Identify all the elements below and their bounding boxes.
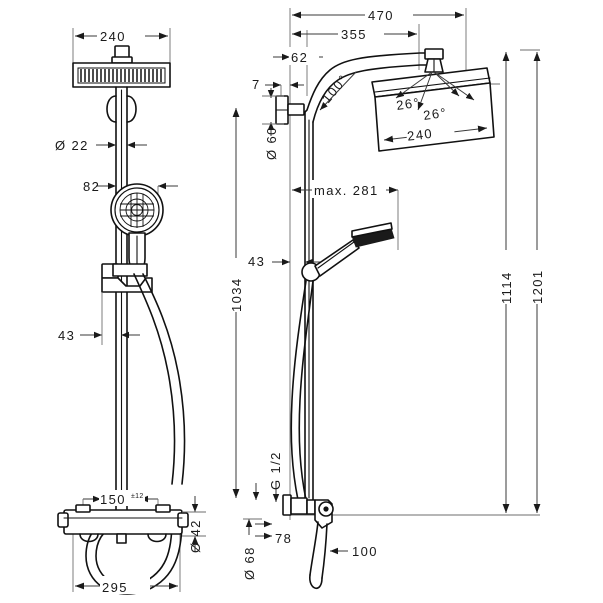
side-view-group: 470 355 62 7 [227, 5, 547, 589]
dim-label-1201: 1201 [530, 269, 545, 304]
front-view-group: 240 [55, 26, 206, 595]
hand-shower-spray-face [119, 192, 155, 228]
wall-bracket-front [101, 263, 153, 293]
dim-label-150: 150 [100, 492, 126, 507]
shower-head-mount-side [424, 48, 444, 73]
dim-82: 82 [83, 179, 178, 200]
dim-label-295: 295 [102, 580, 128, 595]
dim-label-62: 62 [291, 50, 308, 65]
dim-label-dia-68: Ø 68 [242, 546, 257, 580]
thermostatic-valve-front [57, 504, 189, 544]
dim-label-1114: 1114 [499, 271, 514, 304]
dim-label-240-head: 240 [406, 126, 434, 144]
dim-43-side: 43 [248, 254, 322, 269]
dim-dia-60: Ø 60 [262, 88, 284, 160]
dim-62: 62 [273, 47, 323, 65]
dim-label-26-degree-right: 26° [422, 105, 448, 123]
dim-dia-22: Ø 22 [55, 138, 147, 153]
dim-max-281: max. 281 [292, 180, 399, 250]
dim-label-g-half: G 1/2 [268, 451, 283, 490]
dim-7: 7 [252, 77, 304, 96]
shower-hose-front [85, 273, 186, 595]
dim-label-100: 100 [352, 544, 378, 559]
dim-label-43-side: 43 [248, 254, 265, 269]
dim-label-355: 355 [341, 27, 367, 42]
dim-dia-42: Ø 42 [182, 496, 206, 553]
thermostatic-valve-side [282, 494, 334, 589]
dim-label-1034: 1034 [229, 277, 244, 312]
dim-label-7: 7 [252, 77, 261, 92]
dim-label-82: 82 [83, 179, 100, 194]
hand-shower-side [301, 222, 395, 282]
overhead-shower-head-front [72, 45, 171, 88]
shower-hose-side [290, 280, 314, 501]
dim-355: 355 [292, 24, 417, 42]
riser-ring-clamp [106, 95, 137, 123]
riser-pipe-front [115, 86, 128, 501]
dim-label-max-281: max. 281 [314, 183, 379, 198]
dim-240-head: 240 [383, 119, 488, 144]
dim-295: 295 [75, 576, 178, 595]
dim-label-78: 78 [275, 531, 292, 546]
dim-26-degree-group: 26° 26° [395, 71, 475, 123]
dim-1201: 1201 [528, 52, 547, 513]
dim-label-240-top: 240 [100, 29, 126, 44]
dim-150: 150 ±12 [82, 490, 159, 512]
dim-label-26-degree-left: 26° [395, 95, 421, 113]
dim-1114: 1114 [497, 52, 516, 513]
dim-100: 100 [330, 544, 378, 559]
dim-label-150-tolerance: ±12 [131, 493, 144, 500]
dim-label-dia-42: Ø 42 [188, 519, 203, 553]
shower-head-spray-slots [80, 69, 162, 82]
dim-43-front: 43 [58, 292, 140, 345]
dim-label-dia-60: Ø 60 [264, 126, 279, 160]
dim-1034: 1034 [227, 108, 246, 498]
dim-dia-68: Ø 68 [242, 518, 262, 580]
dim-g-half: G 1/2 [252, 451, 283, 502]
dim-label-470: 470 [368, 8, 394, 23]
dim-label-dia-22: Ø 22 [55, 138, 89, 153]
hand-shower-front [110, 183, 164, 275]
dim-470: 470 [292, 5, 464, 23]
dim-label-43-front: 43 [58, 328, 75, 343]
dim-78: 78 [255, 520, 292, 546]
dim-240-top: 240 [75, 26, 168, 44]
dim-100-degree: 100° [319, 71, 357, 111]
